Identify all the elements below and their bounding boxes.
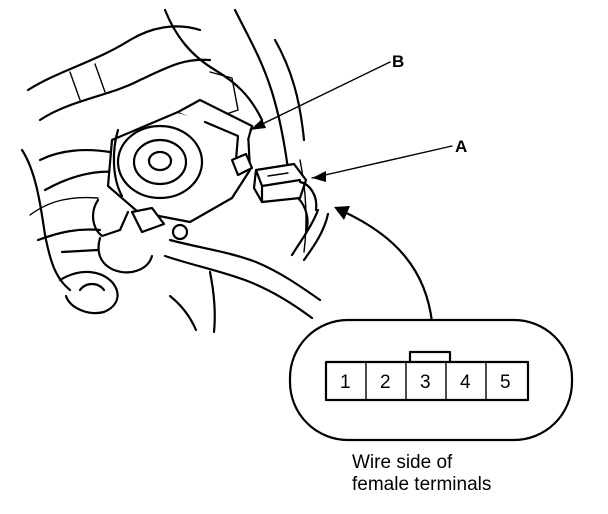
connector-outline	[324, 360, 530, 402]
terminal-1: 1	[340, 372, 351, 393]
connector-a	[252, 162, 318, 234]
leader-line-b	[249, 61, 391, 131]
terminal-3: 3	[420, 372, 431, 393]
terminal-2: 2	[380, 372, 391, 393]
callout-b: B	[392, 52, 404, 71]
caption-line-2: female terminals	[352, 474, 492, 495]
terminal-4: 4	[460, 372, 471, 393]
detail-arrowhead	[334, 206, 350, 220]
arrow-b	[250, 119, 266, 130]
connector-face: 1 2 3 4 5	[324, 350, 530, 402]
detail-arrow	[338, 208, 434, 324]
leader-line-a	[311, 145, 453, 179]
wire-harness	[58, 208, 330, 334]
ignition-switch-body	[60, 98, 254, 274]
terminal-5: 5	[500, 372, 511, 393]
callout-a: A	[455, 137, 467, 156]
caption-line-1: Wire side of	[352, 452, 453, 473]
arrow-a	[312, 171, 326, 182]
steering-column-housing	[20, 8, 307, 292]
